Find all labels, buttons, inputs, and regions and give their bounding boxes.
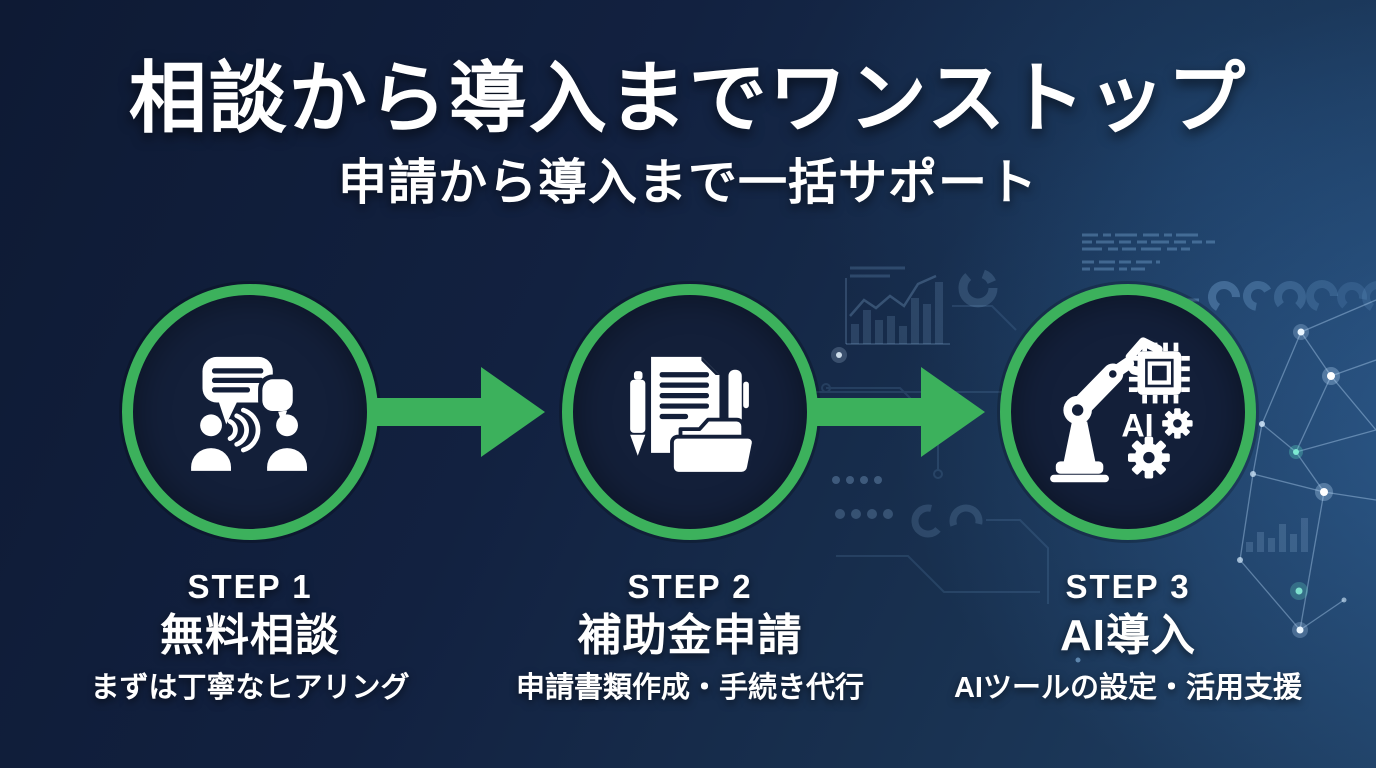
step-title: 補助金申請 (577, 610, 803, 660)
bar-chart-decoration (845, 274, 950, 345)
cpu-chip-icon (1128, 342, 1190, 404)
step-3-circle: AI (1000, 284, 1256, 540)
folder-icon (670, 417, 756, 476)
step-3-text-block: STEP 3 AI導入 AIツールの設定・活用支援 (908, 568, 1348, 705)
gear-icon-small (1162, 408, 1193, 439)
step-title: 無料相談 (160, 610, 340, 660)
subtitle: 申請から導入まで一括サポート (337, 156, 1038, 210)
step-label: STEP 2 (627, 568, 753, 605)
step-label: STEP 1 (187, 568, 313, 605)
step-2-text-block: STEP 2 補助金申請 申請書類作成・手続き代行 (470, 568, 910, 705)
application-documents-icon (630, 356, 756, 476)
consultation-chat-icon (191, 356, 307, 471)
step-1-text-block: STEP 1 無料相談 まずは丁寧なヒアリング (30, 568, 470, 705)
equalizer-bars-decoration (1246, 518, 1308, 552)
step-title: AI導入 (1060, 610, 1196, 660)
donut-chart-decoration (958, 268, 998, 308)
step-caption: 申請書類作成・手続き代行 (515, 671, 864, 704)
step-2-circle (562, 284, 818, 540)
step-arrow-1-icon (377, 367, 545, 457)
dot-row-decoration (832, 476, 882, 484)
gear-icon-large (1128, 436, 1170, 479)
partial-rings-decoration (911, 504, 983, 538)
crescent-row-decoration (1208, 280, 1376, 313)
main-title: 相談から導入までワンストップ (128, 54, 1248, 142)
step-label: STEP 3 (1065, 568, 1191, 605)
step-arrow-2-icon (817, 367, 985, 457)
sound-wave-icon (227, 407, 261, 453)
step-caption: まずは丁寧なヒアリング (90, 671, 410, 704)
step-caption: AIツールの設定・活用支援 (953, 671, 1302, 704)
pen-icon (630, 371, 646, 456)
dot-row-decoration-2 (835, 509, 893, 519)
text-placeholder-lines (850, 266, 905, 278)
step-1-circle (122, 284, 378, 540)
ai-robot-arm-icon: AI (1050, 337, 1193, 483)
